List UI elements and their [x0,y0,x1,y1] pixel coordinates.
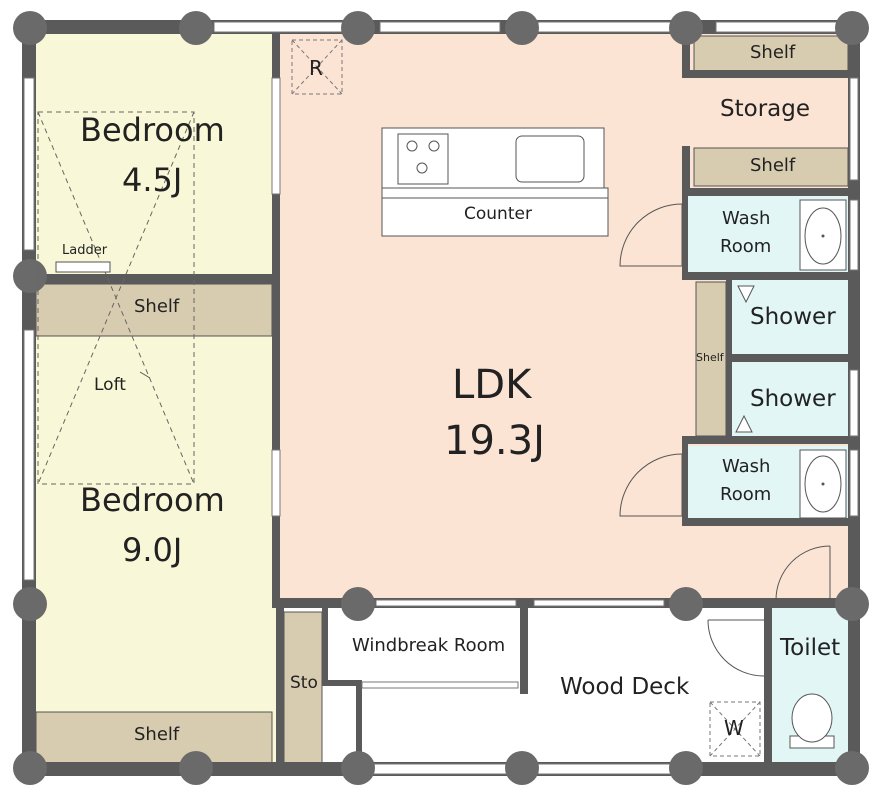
wash-room-lower-line1: Wash [722,456,771,477]
toilet-bowl [789,693,835,749]
shelf-bedroom-bottom-label: Shelf [134,724,180,745]
toilet-label: Toilet [780,635,841,661]
shelf-bedroom-bottom [35,711,273,765]
shelf-storage-bottom-label: Shelf [750,155,796,176]
wash-room-upper-line1: Wash [722,208,771,229]
counter-island [381,187,609,237]
shower-door-marks [735,285,755,433]
fridge [291,39,343,95]
stove [397,133,449,185]
ldk-name: LDK [452,362,532,408]
ladder [55,261,111,273]
bedroom-lower-size: 9.0J [122,531,183,569]
loft-outline [37,111,195,485]
bedroom-upper-name: Bedroom [80,111,225,149]
bedroom-upper-size: 4.5J [122,161,183,199]
shelf-bedroom-mid [35,283,273,337]
pillars [13,11,869,785]
shower-lower-floor [730,362,850,438]
washer [709,701,761,757]
storage-floor [686,76,854,150]
loft-tick [139,371,151,379]
sto-label: Sto [290,673,318,693]
counter-label: Counter [464,204,532,224]
kitchen-sink [515,135,585,183]
shelf-vertical [695,281,727,437]
washer-mark: W [724,716,744,740]
shelf-bedroom-mid-label: Shelf [134,296,180,317]
wash-room-lower-line2: Room [720,484,772,505]
windbreak-label: Windbreak Room [352,635,506,656]
shelf-vertical-label: Shelf [696,351,724,364]
fridge-mark: R [309,56,323,80]
ladder-label: Ladder [62,243,108,258]
storage-sto [283,611,323,765]
shower-lower-label: Shower [750,386,836,412]
wood-deck-floor [526,608,770,768]
shower-upper-label: Shower [750,304,836,330]
windbreak-floor [322,608,526,686]
door-swings [619,203,831,677]
shelf-storage-top-label: Shelf [750,42,796,63]
ldk-size: 19.3J [444,418,545,464]
loft-label: Loft [94,375,126,395]
wood-deck-label: Wood Deck [560,674,690,700]
bedroom-floor [30,28,278,770]
wash-room-upper-line2: Room [720,236,772,257]
bedroom-lower-name: Bedroom [80,481,225,519]
storage-label: Storage [720,96,810,122]
